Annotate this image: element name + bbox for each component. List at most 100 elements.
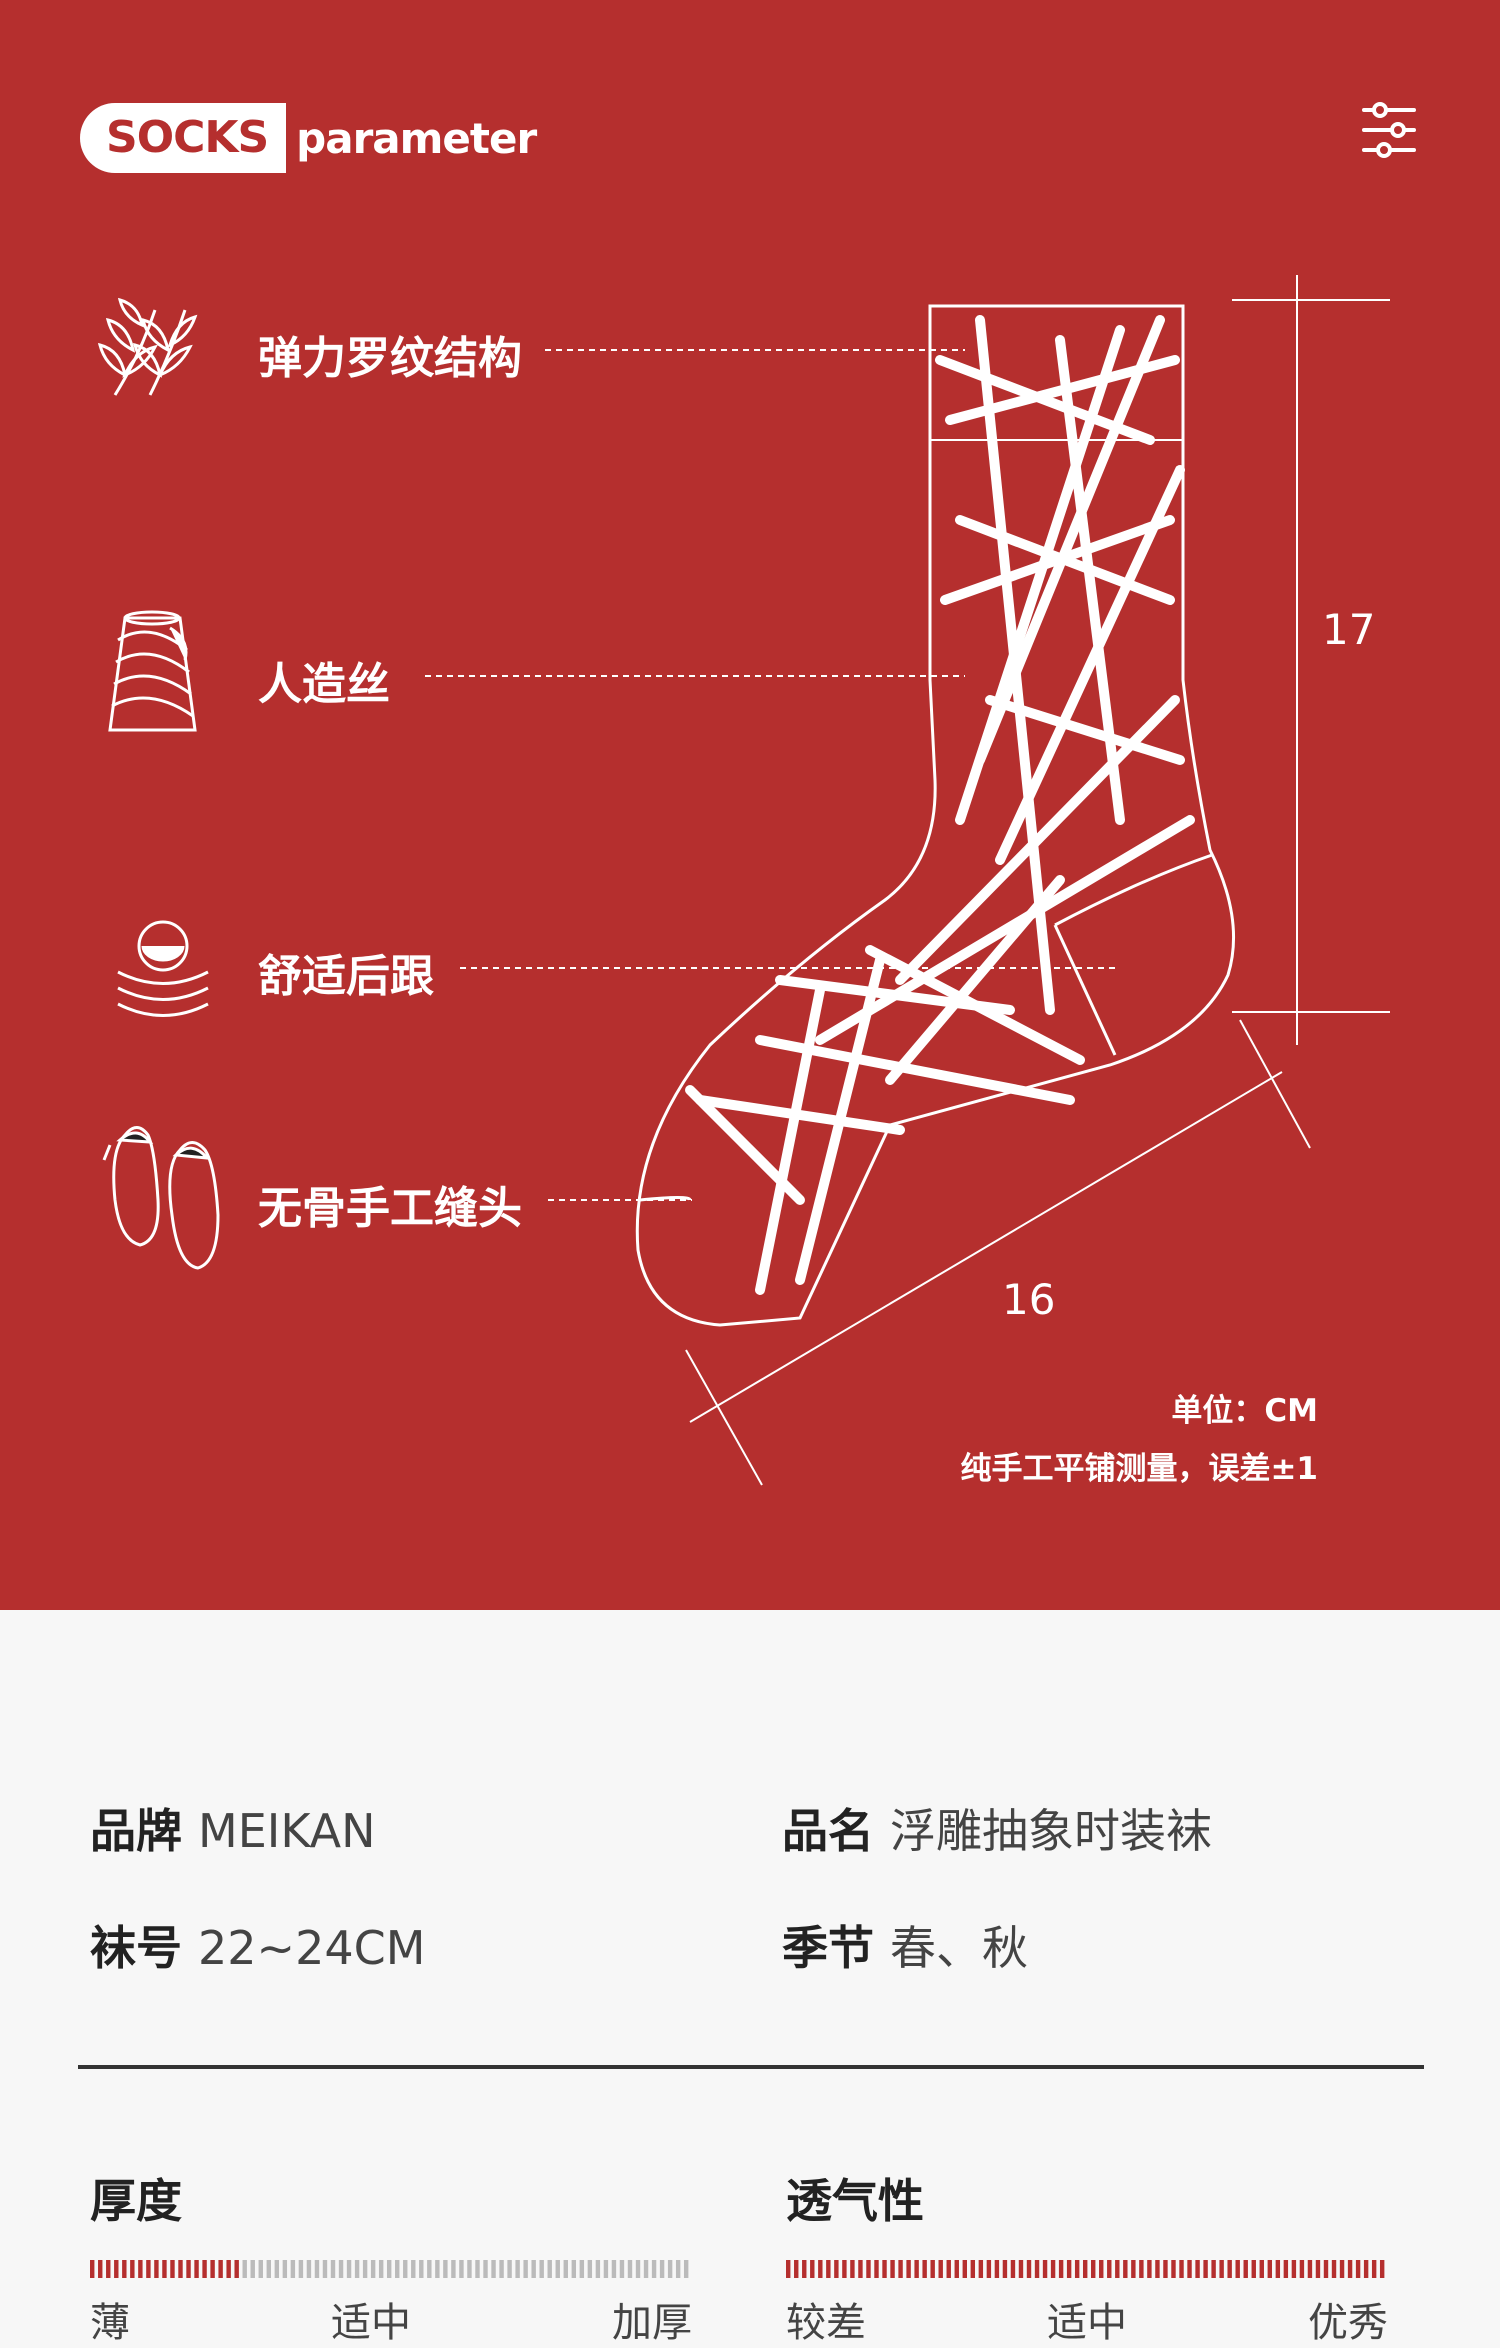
scale-tick [258, 2260, 263, 2278]
scale-tick [298, 2260, 304, 2278]
scale-tick [338, 2260, 344, 2278]
scale-tick [938, 2260, 943, 2278]
scale-tick [242, 2260, 247, 2278]
sock-outline [635, 304, 1236, 1327]
scale-tick [1026, 2260, 1032, 2278]
scale-tick [818, 2260, 823, 2278]
scale-tick [810, 2260, 815, 2278]
scale-label: 适中 [331, 2300, 411, 2346]
scale-tick [419, 2260, 424, 2278]
scale-tick [882, 2260, 887, 2278]
scale-tick [667, 2260, 673, 2278]
length-value: 16 [1002, 1275, 1056, 1324]
scale-tick [386, 2260, 392, 2278]
scale-tick [1331, 2260, 1337, 2278]
scale-tick [162, 2260, 167, 2278]
scale-tick [1371, 2260, 1377, 2278]
scale-tick [603, 2260, 609, 2278]
height-dimension [1232, 275, 1390, 1045]
measurement-note: 纯手工平铺测量，误差±1 [960, 1451, 1318, 1487]
scale-tick [467, 2260, 472, 2278]
scale-tick [90, 2260, 95, 2278]
scale-tick [202, 2260, 207, 2278]
scale-tick [443, 2260, 448, 2278]
scale-tick [1171, 2260, 1176, 2278]
scale-label: 较差 [786, 2300, 866, 2346]
breathability-scale [786, 2260, 1385, 2278]
scale-tick [218, 2260, 223, 2278]
scale-tick [226, 2260, 231, 2278]
scale-tick [346, 2260, 352, 2278]
heel-cushion-icon [117, 920, 209, 1017]
spec-value: 浮雕抽象时装袜 [890, 1804, 1212, 1858]
scale-label: 优秀 [1308, 2300, 1388, 2346]
scale-tick [427, 2260, 432, 2278]
scale-tick [1275, 2260, 1281, 2278]
scale-tick [138, 2260, 143, 2278]
breathability-scale-labels: 较差 适中 优秀 [786, 2290, 1388, 2348]
scale-tick [1115, 2260, 1120, 2278]
thickness-scale [90, 2260, 689, 2278]
spec-value: 22~24CM [198, 1921, 426, 1975]
scale-tick [659, 2260, 665, 2278]
logo-word: parameter [296, 113, 537, 163]
scale-tick [1147, 2260, 1152, 2278]
scale-tick [874, 2260, 879, 2278]
scale-tick [986, 2260, 992, 2278]
scale-tick [451, 2260, 456, 2278]
scale-tick [595, 2260, 601, 2278]
scale-tick [1163, 2260, 1168, 2278]
scale-tick [571, 2260, 577, 2278]
scale-tick [563, 2260, 568, 2278]
scale-tick [898, 2260, 903, 2278]
scale-tick [1251, 2260, 1256, 2278]
scale-tick [499, 2260, 504, 2278]
feature-label-rayon: 人造丝 [258, 659, 390, 710]
scale-tick [1211, 2260, 1216, 2278]
scale-tick [1074, 2260, 1080, 2278]
scale-tick [794, 2260, 799, 2278]
scale-tick [627, 2260, 633, 2278]
scale-tick [643, 2260, 649, 2278]
scale-tick [970, 2260, 976, 2278]
feature-label-rib: 弹力罗纹结构 [258, 333, 522, 384]
scale-tick [106, 2260, 111, 2278]
scale-tick [1339, 2260, 1345, 2278]
scale-tick [1155, 2260, 1160, 2278]
scale-tick [1299, 2260, 1305, 2278]
scale-tick [930, 2260, 935, 2278]
scale-tick [890, 2260, 895, 2278]
scale-tick [978, 2260, 984, 2278]
scale-label: 薄 [90, 2300, 130, 2346]
scale-tick [962, 2260, 967, 2278]
scale-tick [1123, 2260, 1128, 2278]
scale-tick [1058, 2260, 1064, 2278]
scale-tick [1066, 2260, 1072, 2278]
spec-value: MEIKAN [198, 1804, 376, 1858]
scale-tick [834, 2260, 839, 2278]
scale-tick [1002, 2260, 1008, 2278]
logo-badge: SOCKS [80, 103, 287, 173]
scale-tick [378, 2260, 384, 2278]
scale-tick [906, 2260, 911, 2278]
sock-pattern [685, 315, 1195, 1295]
scale-tick [914, 2260, 919, 2278]
scale-tick [842, 2260, 847, 2278]
thickness-scale-labels: 薄 适中 加厚 [90, 2290, 692, 2348]
sliders-icon[interactable] [1360, 100, 1418, 160]
spec-key: 季节 [782, 1921, 874, 1975]
scale-tick [1099, 2260, 1104, 2278]
scale-tick [1034, 2260, 1040, 2278]
scale-tick [395, 2260, 400, 2278]
scale-tick [1307, 2260, 1313, 2278]
scale-tick [786, 2260, 791, 2278]
scale-tick [194, 2260, 199, 2278]
spec-product-name: 品名浮雕抽象时装袜 [782, 1795, 1212, 1861]
spec-season: 季节春、秋 [782, 1912, 1028, 1978]
feature-label-toe: 无骨手工缝头 [258, 1183, 522, 1234]
scale-tick [266, 2260, 271, 2278]
scale-tick [491, 2260, 496, 2278]
scale-tick [290, 2260, 296, 2278]
